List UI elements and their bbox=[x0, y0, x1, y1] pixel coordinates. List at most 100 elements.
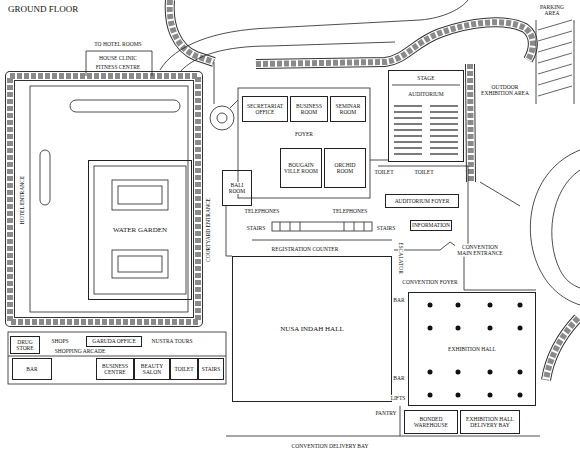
parking-bay bbox=[538, 75, 572, 85]
room-name: BUSINESS ROOM bbox=[292, 103, 326, 116]
road bbox=[552, 170, 580, 288]
column bbox=[518, 326, 523, 331]
room-name: WATER GARDEN bbox=[112, 226, 168, 234]
room-name: BEAUTY SALON bbox=[136, 363, 168, 376]
stone-wall bbox=[10, 0, 578, 380]
room-box: BONDED WAREHOUSE bbox=[404, 410, 458, 434]
seat-row bbox=[430, 117, 458, 118]
meeting-wing bbox=[238, 88, 370, 198]
room-box: SECRETARIAT OFFICE bbox=[242, 96, 288, 122]
road bbox=[530, 150, 580, 305]
room-box: BUSINESS ROOM bbox=[290, 96, 328, 122]
area-label: TOILET bbox=[373, 169, 394, 175]
walls bbox=[8, 0, 580, 436]
parking-bay bbox=[538, 31, 572, 41]
seat-rows bbox=[394, 106, 458, 154]
column bbox=[428, 303, 433, 308]
column bbox=[488, 393, 493, 398]
room-name: EXHIBITION HALL DELIVERY BAY bbox=[462, 416, 518, 429]
area-label: REGISTRATION COUNTER bbox=[271, 246, 340, 252]
road bbox=[480, 182, 520, 206]
area-label: LIFTS bbox=[390, 395, 407, 401]
corridor-wall bbox=[226, 206, 232, 256]
stone-wall-fill bbox=[10, 0, 578, 380]
area-label: OUTDOOR EXHIBITION AREA bbox=[478, 84, 532, 97]
pond-island bbox=[112, 180, 168, 210]
parking-edge bbox=[536, 20, 574, 104]
corridor-wall bbox=[252, 240, 392, 241]
column bbox=[488, 326, 493, 331]
room-name: NUSA INDAH HALL bbox=[279, 325, 344, 333]
area-label: BAR bbox=[392, 297, 405, 303]
room-name: TOILET bbox=[173, 366, 194, 372]
room-box: BALI ROOM bbox=[222, 170, 252, 206]
room-box: INFORMATION bbox=[410, 220, 452, 231]
pond-edge bbox=[94, 166, 186, 294]
column bbox=[488, 370, 493, 375]
stage-edge bbox=[392, 85, 460, 86]
seat-row bbox=[394, 135, 422, 136]
area-label: STAIRS bbox=[246, 225, 267, 231]
column bbox=[488, 303, 493, 308]
seat-row bbox=[394, 117, 422, 118]
parking-bay bbox=[538, 20, 572, 30]
room-box: SEMINAR ROOM bbox=[330, 96, 366, 122]
parking-bay bbox=[538, 53, 572, 63]
driveway-loop bbox=[210, 106, 234, 130]
seat-row bbox=[394, 153, 422, 154]
column bbox=[428, 370, 433, 375]
convention-foyer-wall bbox=[394, 242, 536, 290]
area-label: TOILET bbox=[413, 169, 434, 175]
area-label: TELEPHONES bbox=[244, 208, 281, 214]
room-box: BOUGAIN VILLE ROOM bbox=[280, 148, 322, 188]
room-box: BUSINESS CENTRE bbox=[96, 358, 134, 380]
room-name: BALI ROOM bbox=[224, 182, 250, 195]
room-box: GARUDA OFFICE bbox=[86, 336, 142, 347]
seat-row bbox=[430, 123, 458, 124]
seat-row bbox=[430, 135, 458, 136]
area-label: SHOPS bbox=[50, 338, 69, 344]
area-label: TO HOTEL ROOMS bbox=[93, 41, 142, 47]
area-label: HOUSE CLINIC bbox=[98, 55, 138, 61]
hall-columns bbox=[428, 303, 523, 398]
room-box: EXHIBITION HALL bbox=[408, 292, 536, 406]
pond-island bbox=[118, 186, 162, 204]
room-box: DRUG STORE bbox=[10, 336, 40, 354]
stone-texture bbox=[10, 0, 578, 380]
seat-row bbox=[430, 129, 458, 130]
pond-island bbox=[118, 256, 162, 272]
room-box: AUDITORIUM FOYER bbox=[385, 194, 459, 208]
passage bbox=[370, 160, 388, 161]
area-label: PANTRY bbox=[374, 410, 397, 416]
room-name: AUDITORIUM bbox=[407, 91, 444, 97]
column bbox=[456, 370, 461, 375]
room-box: BAR bbox=[12, 358, 52, 380]
stair-treads bbox=[280, 222, 364, 231]
seat-row bbox=[394, 141, 422, 142]
foyer-wall bbox=[378, 166, 468, 244]
room-name: SEMINAR ROOM bbox=[332, 103, 364, 116]
room-box: ORCHID ROOM bbox=[324, 148, 366, 188]
seat-row bbox=[394, 105, 422, 106]
room-box: BEAUTY SALON bbox=[134, 358, 170, 380]
room-name: BONDED WAREHOUSE bbox=[406, 416, 456, 429]
column bbox=[456, 393, 461, 398]
road bbox=[160, 0, 468, 70]
area-label: FITNESS CENTRE bbox=[95, 64, 141, 70]
plan-title: GROUND FLOOR bbox=[8, 5, 78, 15]
area-label: SHOPPING ARCADE bbox=[54, 348, 107, 354]
room-name: ORCHID ROOM bbox=[326, 162, 364, 175]
room-name: STAGE bbox=[416, 75, 435, 81]
area-label: TELEPHONES bbox=[332, 208, 369, 214]
room-box: WATER GARDEN bbox=[88, 160, 192, 300]
seat-row bbox=[394, 147, 422, 148]
room-box: STAGE AUDITORIUM bbox=[388, 70, 464, 162]
area-label: NUSTRA TOURS bbox=[151, 338, 194, 344]
area-label: ESCALATOR bbox=[398, 241, 404, 275]
column bbox=[428, 393, 433, 398]
stone-wall-edge bbox=[10, 0, 578, 380]
room-box: EXHIBITION HALL DELIVERY BAY bbox=[460, 410, 520, 434]
planter bbox=[40, 150, 50, 205]
